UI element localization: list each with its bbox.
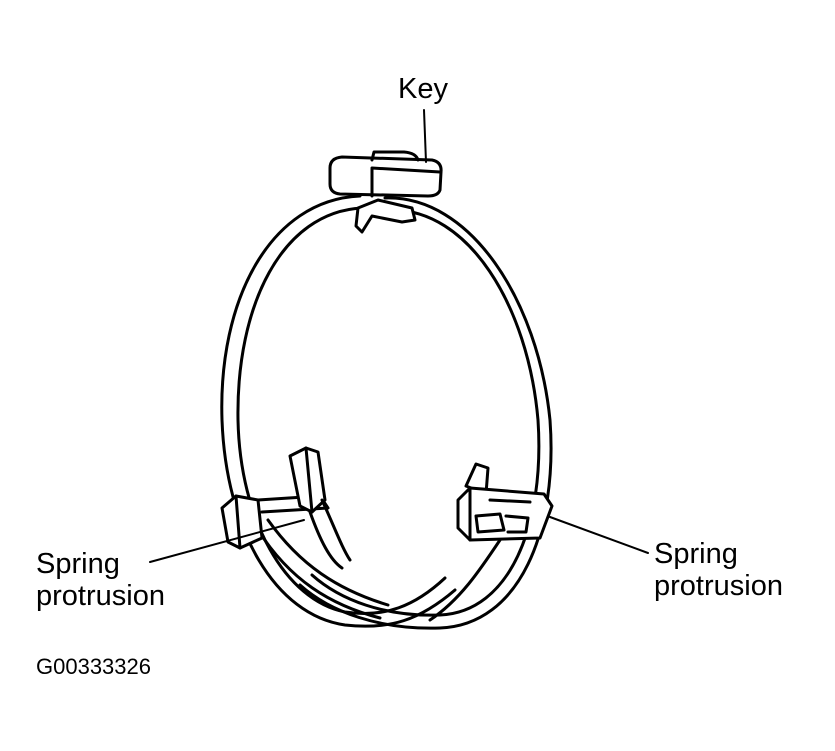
ring-crossover xyxy=(256,518,502,622)
right-spring-protrusion xyxy=(456,462,554,542)
leader-lines xyxy=(149,109,649,563)
right-spring-leader-line xyxy=(549,516,649,554)
left-spring-protrusion-label: Spring protrusion xyxy=(36,548,165,612)
key-label: Key xyxy=(398,73,448,105)
right-spring-label-line-1: Spring xyxy=(654,538,738,570)
key-block xyxy=(328,150,443,234)
figure-id: G00333326 xyxy=(36,654,151,679)
left-spring-protrusion xyxy=(220,446,352,570)
left-spring-label-line-2: protrusion xyxy=(36,580,165,612)
left-spring-leader-line xyxy=(149,519,305,563)
ring-front-strand xyxy=(220,194,457,628)
left-spring-label-line-1: Spring xyxy=(36,548,120,580)
right-spring-protrusion-label: Spring protrusion xyxy=(654,538,783,602)
key-leader-line xyxy=(423,109,427,163)
right-spring-label-line-2: protrusion xyxy=(654,570,783,602)
